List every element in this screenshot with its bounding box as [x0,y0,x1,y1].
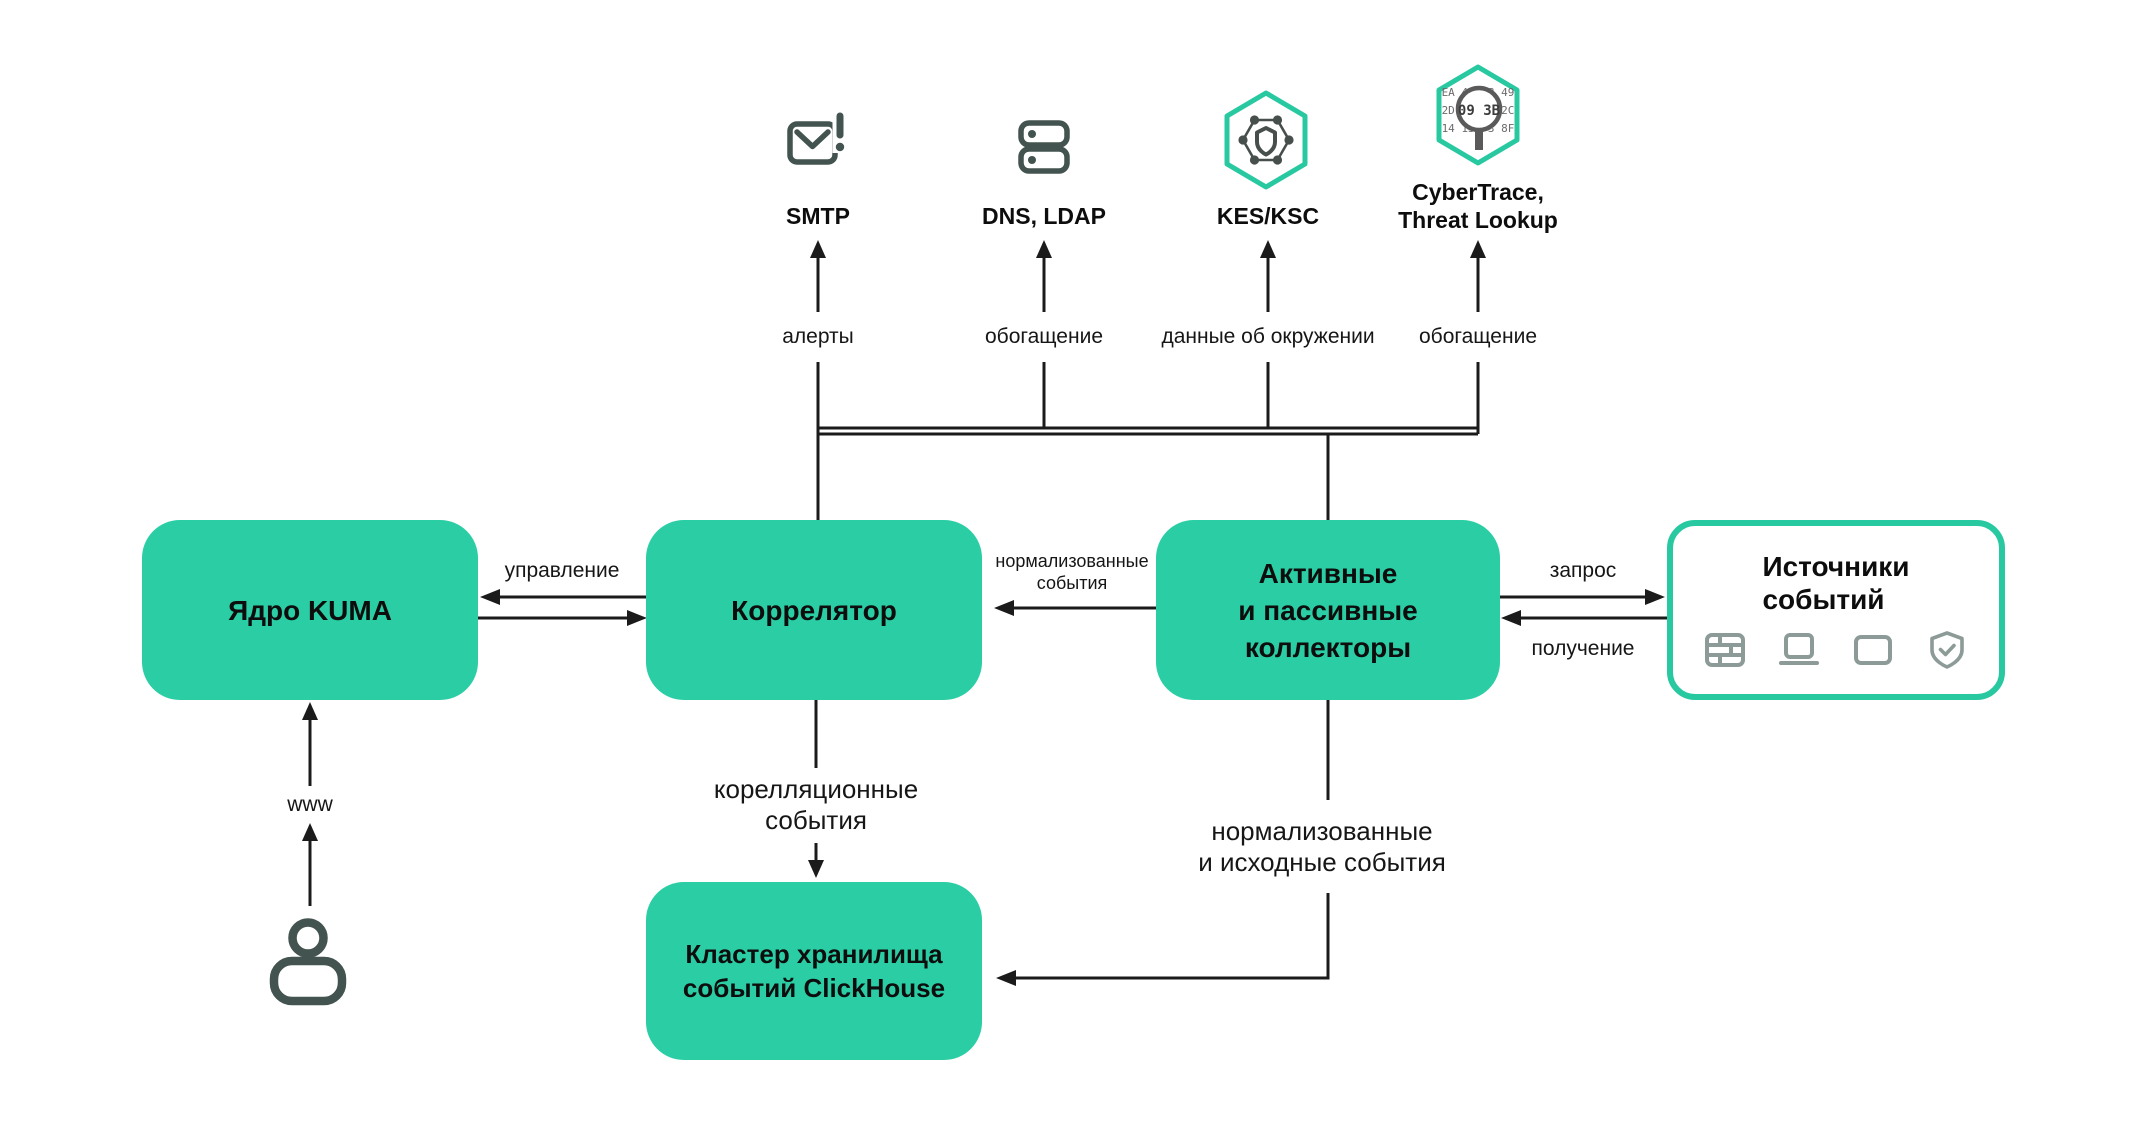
edge-label-enrichment2: обогащение [1419,325,1537,348]
normalized-raw-line-b [1014,893,1330,980]
server-icon [1004,107,1084,187]
event-source-icons [1704,630,1968,670]
node-clickhouse: Кластер хранилища событий ClickHouse [646,882,982,1060]
arrowheads [302,240,1665,986]
email-alert-icon [778,103,858,183]
kes-ksc-caption: KES/KSC [1216,203,1320,229]
edge-label-normalized-events: нормализованные события [995,551,1149,593]
node-collectors: Активные и пассивные коллекторы [1156,520,1500,700]
edge-label-normalized-raw-events: нормализованные и исходные события [1198,816,1446,877]
firewall-icon [1705,633,1745,667]
cybertrace-caption: CyberTrace, Threat Lookup [1398,179,1558,233]
edge-label-request: запрос [1549,559,1617,582]
edge-label-env-data: данные об окружении [1161,325,1375,348]
kes-hexagon-icon [1216,88,1316,192]
edge-label-receive: получение [1531,637,1635,660]
user-icon [263,908,353,1008]
svg-text:09 3B: 09 3B [1458,103,1500,119]
node-clickhouse-label: Кластер хранилища событий ClickHouse [682,939,946,1003]
smtp-caption: SMTP [786,203,850,229]
shield-check-icon [1930,631,1964,669]
edge-label-www: www [287,793,333,816]
dns-ldap-caption: DNS, LDAP [982,203,1106,229]
edge-label-alerts: алерты [782,325,854,348]
node-event-sources: Источники событий [1667,520,2005,700]
laptop-icon [1779,633,1819,665]
edge-label-management: управление [504,559,620,582]
node-collectors-label: Активные и пассивные коллекторы [1238,557,1418,663]
node-correlator-label: Коррелятор [731,594,897,626]
edge-label-enrichment1: обогащение [985,325,1103,348]
edge-label-correlation-events: корелляционные события [713,774,919,835]
node-event-sources-label: Источники событий [1762,551,1910,615]
display-icon [1854,635,1892,665]
node-kuma-core: Ядро KUMA [142,520,478,700]
node-kuma-core-label: Ядро KUMA [228,594,392,626]
node-correlator: Коррелятор [646,520,982,700]
threat-lookup-hexagon-icon: EA 4E 28 49 2D 09 3B 2C 14 13 F3 8F 09 3… [1428,62,1528,170]
